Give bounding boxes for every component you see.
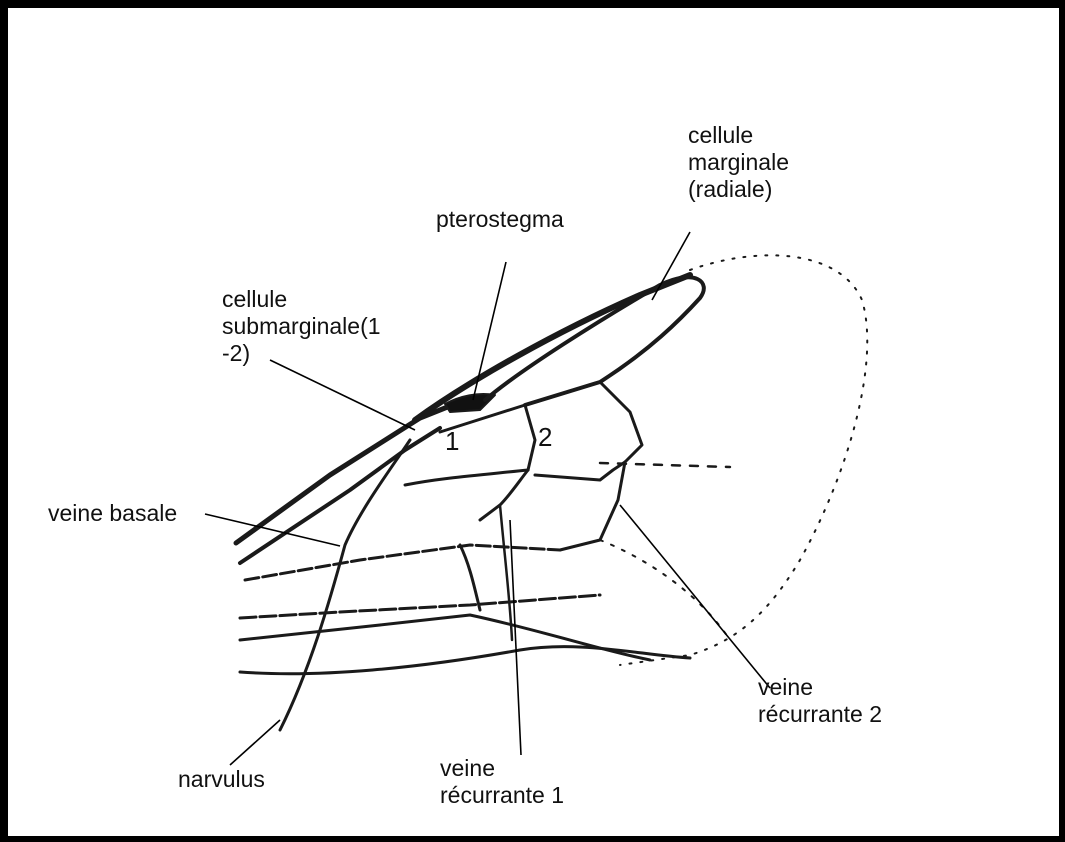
label-line: récurrante 1	[440, 782, 564, 809]
vein-cross-short	[460, 545, 480, 610]
wing-margin-dotted	[620, 255, 867, 665]
vein-under-cell1	[405, 470, 528, 485]
leader-recurrante2	[620, 505, 770, 688]
vein-lower-2	[240, 615, 650, 660]
costal-vein	[236, 402, 460, 543]
marginal-cell-outline	[485, 277, 704, 405]
label-veine-recurrante-1: veine récurrante 1	[440, 755, 564, 809]
label-pterostegma: pterostegma	[436, 206, 564, 233]
cell-number-1: 1	[445, 428, 459, 455]
label-line: récurrante 2	[758, 701, 882, 728]
label-line: veine	[758, 674, 882, 701]
label-cellule-submarginale: cellule submarginale(1 -2)	[222, 286, 381, 367]
label-line: submarginale(1	[222, 313, 381, 340]
dashed-vein-lower	[600, 540, 730, 640]
vein-discal-lower	[480, 470, 528, 520]
label-veine-recurrante-2: veine récurrante 2	[758, 674, 882, 728]
label-line: cellule	[222, 286, 381, 313]
label-line: veine	[440, 755, 564, 782]
leader-narvulus	[230, 720, 280, 765]
label-line: marginale	[688, 149, 789, 176]
label-line: -2)	[222, 340, 381, 367]
subcostal-vein	[240, 428, 440, 563]
leader-submarginale	[270, 360, 415, 430]
leader-pterostegma	[473, 262, 506, 400]
label-cellule-marginale: cellule marginale (radiale)	[688, 122, 789, 203]
label-line: (radiale)	[688, 176, 789, 203]
basal-vein	[280, 440, 410, 730]
label-veine-basale: veine basale	[48, 500, 177, 527]
vein-lower-1	[240, 595, 600, 618]
leader-marginale	[652, 232, 690, 300]
label-narvulus: narvulus	[178, 766, 265, 793]
submarginal-outer	[560, 462, 625, 550]
cell-number-2: 2	[538, 424, 552, 451]
label-line: cellule	[688, 122, 789, 149]
